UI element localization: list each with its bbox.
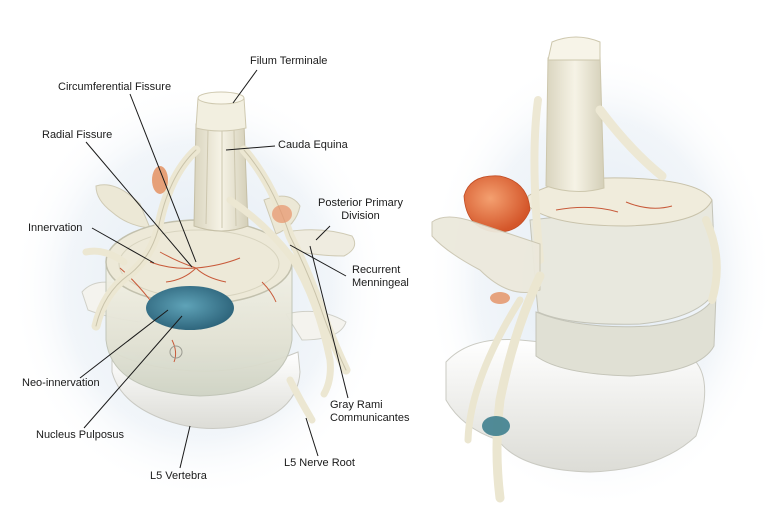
leader-gray-rami	[309, 245, 349, 399]
leader-posterior-primary-division	[315, 225, 331, 241]
label-filum-terminale: Filum Terminale	[250, 55, 328, 67]
label-l5-nerve-root: L5 Nerve Root	[284, 457, 355, 469]
left-ganglion	[152, 166, 168, 194]
right-cauda-equina	[545, 55, 605, 192]
label-neo-innervation: Neo-innervation	[22, 377, 100, 389]
leader-innervation	[91, 227, 155, 264]
right-ganglion	[272, 205, 292, 223]
label-nucleus-pulposus: Nucleus Pulposus	[36, 429, 125, 441]
leader-recurrent-meningeal	[289, 244, 347, 277]
label-recurrent-meningeal: Recurrent Menningeal	[352, 264, 409, 289]
disc-marker	[169, 345, 183, 359]
label-gray-rami-communicantes: Gray Rami Communicantes	[330, 399, 410, 424]
label-circumferential-fissure: Circumferential Fissure	[58, 81, 172, 93]
leader-lines	[79, 69, 349, 469]
label-posterior-primary-division: Posterior Primary Division	[318, 197, 403, 222]
leader-radial-fissure	[85, 141, 193, 268]
left-spine-model	[81, 91, 356, 430]
leader-nucleus-pulposus	[83, 315, 183, 429]
right-transverse-process	[431, 216, 541, 293]
leader-circumferential-fissure	[129, 93, 197, 263]
leader-neo-innervation	[79, 309, 169, 379]
leader-l5-nerve-root	[305, 417, 319, 457]
leader-l5-vertebra	[179, 425, 191, 469]
leader-cauda-equina	[225, 145, 276, 151]
label-radial-fissure: Radial Fissure	[42, 129, 113, 141]
right-spine-model	[431, 36, 721, 503]
left-upper-process	[95, 184, 151, 229]
innervation-vessels	[119, 251, 277, 363]
right-disc-layer	[535, 293, 717, 377]
label-cauda-equina: Cauda Equina	[278, 139, 348, 151]
right-lower-ganglion	[482, 416, 510, 436]
cauda-equina-bundle	[193, 123, 249, 232]
nucleus-pulposus-shape	[146, 286, 234, 330]
leader-filum-terminale	[232, 69, 258, 104]
label-innervation: Innervation	[28, 222, 83, 234]
posterior-process	[285, 229, 356, 257]
label-l5-vertebra: L5 Vertebra	[150, 470, 207, 482]
